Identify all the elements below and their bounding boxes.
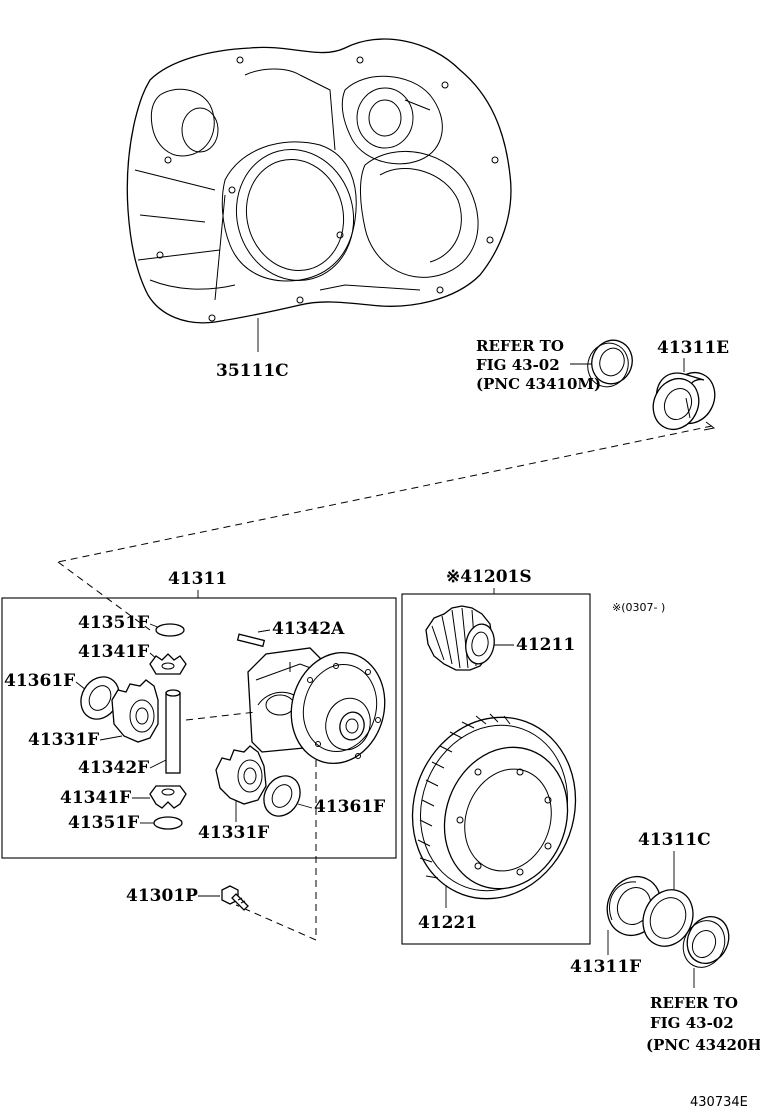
label-ring-gear: 41221: [418, 913, 477, 933]
label-gear-left: 41331F: [28, 730, 99, 750]
label-washer-bottom: 41351F: [68, 813, 139, 833]
label-gear-bottom: 41331F: [198, 823, 269, 843]
oil-seal-top-drawing[interactable]: [582, 334, 639, 392]
label-refer-top-2: FIG 43-02: [476, 356, 560, 374]
pin-drawing[interactable]: [236, 633, 266, 648]
shaft-drawing[interactable]: [165, 689, 181, 774]
label-drive-pinion: 41211: [516, 635, 575, 655]
label-pinion-top: 41341F: [78, 642, 149, 662]
pinion-bottom-drawing[interactable]: [149, 785, 187, 809]
bearing-top-drawing[interactable]: [645, 365, 723, 437]
ring-gear-drawing[interactable]: [387, 694, 600, 922]
label-bolt: 41301P: [126, 886, 198, 906]
label-bearing-right: 41311C: [638, 830, 711, 850]
label-pin-a: 41342A: [272, 619, 345, 639]
label-thrust-right: 41361F: [314, 797, 385, 817]
label-refer-bottom-3: (PNC 43420H): [646, 1036, 760, 1054]
label-kit: ※41201S: [446, 567, 532, 587]
label-shaft: 41342F: [78, 758, 149, 778]
washer-top-drawing[interactable]: [155, 623, 185, 637]
side-gear-left-drawing[interactable]: [111, 679, 159, 743]
drive-pinion-drawing[interactable]: [425, 605, 497, 671]
pinion-top-drawing[interactable]: [149, 653, 187, 675]
transaxle-housing-drawing[interactable]: [126, 38, 512, 324]
bolt-drawing[interactable]: [221, 885, 249, 911]
label-refer-bottom-1: REFER TO: [650, 994, 738, 1012]
label-refer-top-1: REFER TO: [476, 337, 564, 355]
figure-id: 430734E: [690, 1095, 748, 1110]
label-refer-bottom-2: FIG 43-02: [650, 1014, 734, 1032]
shim-drawing[interactable]: [634, 882, 702, 955]
differential-case-drawing[interactable]: [247, 642, 397, 774]
label-note: ※(0307- ): [612, 601, 665, 614]
oil-seal-bottom-drawing[interactable]: [676, 910, 737, 974]
label-thrust-left: 41361F: [4, 671, 75, 691]
label-bearing-top: 41311E: [657, 338, 729, 358]
side-gear-bottom-drawing[interactable]: [215, 745, 267, 805]
label-bearing-bottom: 41311F: [570, 957, 641, 977]
washer-bottom-drawing[interactable]: [153, 816, 183, 830]
label-pinion-bottom: 41341F: [60, 788, 131, 808]
thrust-washer-left-drawing[interactable]: [73, 670, 126, 726]
label-case-assy: 41311: [168, 569, 227, 589]
ring-gear-kit-box: [401, 593, 591, 945]
label-housing: 35111C: [216, 361, 289, 381]
label-washer-top: 41351F: [78, 613, 149, 633]
thrust-washer-right-drawing[interactable]: [257, 769, 307, 822]
label-refer-top-3: (PNC 43410M): [476, 375, 601, 393]
diff-case-kit-box: [1, 597, 397, 859]
